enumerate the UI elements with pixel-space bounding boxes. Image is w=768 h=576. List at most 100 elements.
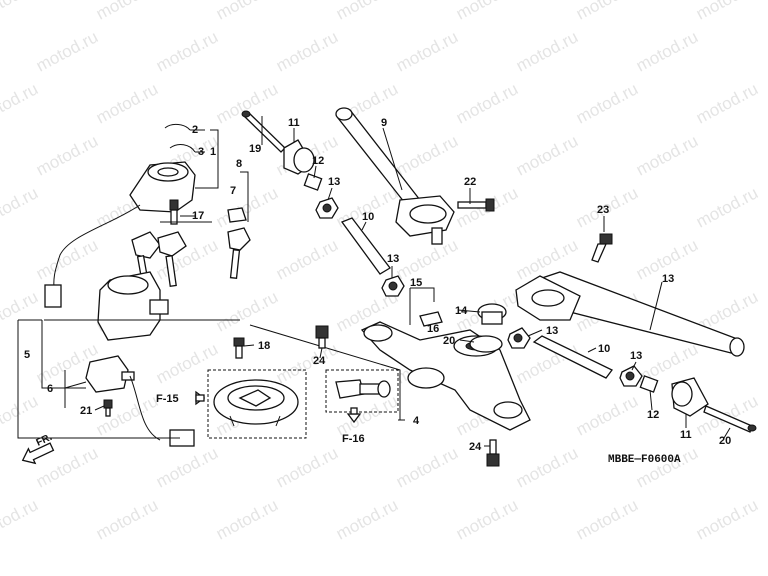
watermark-text: motod.ru [693, 0, 761, 24]
watermark-text: motod.ru [33, 27, 101, 75]
callout-11-right: 11 [680, 429, 692, 441]
leader-lines [41, 116, 731, 447]
callout-24-bottom: 24 [469, 441, 482, 453]
callout-3: 3 [198, 146, 204, 158]
watermark-text: motod.ru [393, 235, 461, 283]
callout-9: 9 [381, 117, 387, 129]
callout-23-right: 23 [597, 204, 609, 216]
watermark-text: motod.ru [573, 495, 641, 543]
callout-7: 7 [230, 185, 236, 197]
ignition-switch [129, 123, 196, 213]
weight-rod-right [532, 335, 613, 379]
reference-f16: F-16 [342, 433, 365, 445]
ignition-lock-body [97, 271, 169, 341]
nut-13-left-a [315, 197, 339, 219]
fuel-cap [213, 379, 299, 427]
bolt-24-bottom [486, 439, 500, 467]
callout-labels: 2 3 1 8 7 17 5 6 21 18 19 11 12 13 10 13… [24, 117, 731, 453]
watermark-text: motod.ru [273, 443, 341, 491]
callout-17: 16 [427, 323, 439, 335]
plate-17 [419, 311, 443, 327]
collar-12-left [303, 173, 323, 191]
callout-10-left: 10 [362, 211, 374, 223]
callout-13-right-b: 13 [630, 350, 642, 362]
bar-end-weight-right [671, 377, 709, 417]
callout-10-right: 10 [598, 343, 610, 355]
watermark-text: motod.ru [513, 131, 581, 179]
callout-2: 2 [192, 124, 198, 136]
front-direction-arrow [21, 442, 55, 465]
watermark-text: motod.ru [273, 235, 341, 283]
watermark-text: motod.ru [0, 79, 41, 127]
callout-6: 6 [47, 383, 53, 395]
sensor-unit [85, 355, 135, 393]
callout-13-left-a: 13 [328, 176, 340, 188]
watermark-text: motod.ru [513, 443, 581, 491]
nut-21 [469, 335, 503, 353]
ignition-connector [44, 284, 62, 308]
watermark-text: motod.ru [633, 27, 701, 75]
watermark-text: motod.ru [213, 183, 281, 231]
watermark-text: motod.ru [153, 27, 221, 75]
callout-1: 1 [210, 146, 216, 158]
callout-11-left: 11 [288, 117, 300, 129]
nut-13-right-a [507, 327, 531, 349]
watermark-text: motod.ru [0, 287, 41, 335]
bolt-19 [233, 337, 245, 359]
callout-13-right-a: 13 [546, 325, 558, 337]
watermark-text: motod.ru [453, 495, 521, 543]
nut-13-left-b [381, 275, 405, 297]
watermark-text: motod.ru [393, 443, 461, 491]
watermark-text: motod.ru [693, 79, 761, 127]
watermark-text: motod.ru [93, 495, 161, 543]
arrow-f16-tail [350, 407, 358, 415]
spare-key [227, 207, 251, 279]
handlebar-right [515, 271, 745, 357]
callout-20-left: 19 [249, 143, 261, 155]
lock-cylinder-box [325, 369, 399, 413]
bolt-23-left [457, 198, 495, 212]
watermark-text: motod.ru [0, 391, 41, 439]
watermark-text: motod.ru [0, 0, 41, 24]
callout-5: 5 [24, 349, 30, 361]
bolt-23-right [591, 233, 613, 263]
watermark-text: motod.ru [633, 131, 701, 179]
callout-24-top: 24 [313, 355, 326, 367]
watermark-text: motod.ru [573, 0, 641, 24]
collar-12-right [639, 375, 659, 393]
arrow-f15-tail [195, 394, 205, 402]
callout-18: 17 [192, 210, 204, 222]
watermark-text: motod.ru [33, 235, 101, 283]
watermark-text: motod.ru [573, 79, 641, 127]
watermark-text: motod.ru [573, 391, 641, 439]
callout-15: 14 [455, 305, 468, 317]
bolt-24-top [315, 325, 329, 349]
callout-19: 18 [258, 340, 270, 352]
callout-13-left-b: 13 [387, 253, 399, 265]
watermark-text: motod.ru [213, 287, 281, 335]
watermark-text: motod.ru [93, 79, 161, 127]
callout-22: 21 [80, 405, 92, 417]
watermark-text: motod.ru [93, 0, 161, 24]
bolt-18 [169, 199, 179, 225]
watermark-text: motod.ru [453, 0, 521, 24]
watermark-text: motod.ru [213, 0, 281, 24]
watermark-text: motod.ru [213, 495, 281, 543]
assembly-bracket [17, 319, 405, 439]
callout-4: 4 [413, 415, 420, 427]
diagram-code: MBBE—F0600A [608, 454, 681, 466]
bolt-20-left [241, 110, 286, 153]
cap-15 [477, 303, 507, 325]
callout-16: 15 [410, 277, 422, 289]
callout-12-left: 12 [312, 155, 324, 167]
watermark-text: motod.ru [693, 183, 761, 231]
nut-13-right-b [619, 365, 643, 387]
watermark-text: motod.ru [393, 27, 461, 75]
callout-23-left: 22 [464, 176, 476, 188]
bolt-22 [103, 399, 113, 417]
watermark-text: motod.ru [33, 131, 101, 179]
watermark-text: motod.ru [693, 495, 761, 543]
watermark-text: motod.ru [513, 27, 581, 75]
watermark-text: motod.ru [0, 495, 41, 543]
